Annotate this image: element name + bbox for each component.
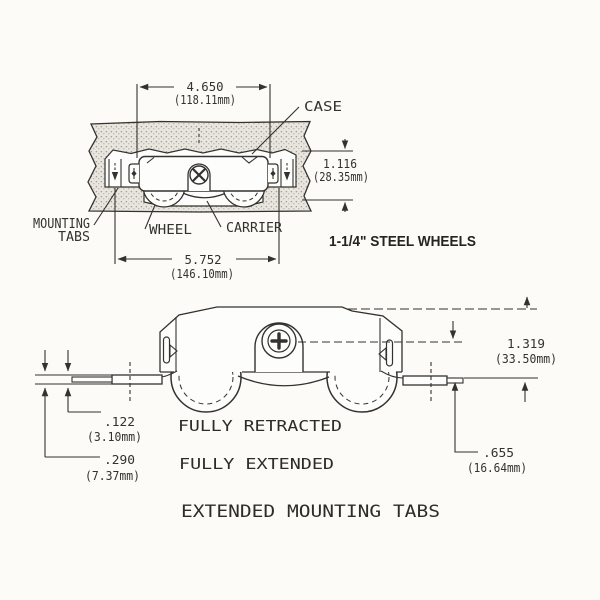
dimension-4650: 4.650 (118.11mm): [136, 79, 271, 158]
left-tab-tip: [71, 376, 113, 383]
dim-span-value: 5.752: [185, 252, 222, 267]
dim-span-metric: (146.10mm): [170, 266, 234, 281]
carrier-bottom-edge: [183, 192, 226, 199]
fully-retracted-label: FULLY RETRACTED: [178, 417, 342, 435]
wheel-label: WHEEL: [149, 223, 192, 238]
dim-retracted-metric: (3.10mm): [87, 429, 142, 444]
dim-tab-metric: (16.64mm): [467, 460, 527, 475]
left-end-slot: [162, 336, 171, 364]
side-profile-view: .122 (3.10mm) FULLY RETRACTED .290 (7.37…: [35, 296, 557, 521]
dim-extended-metric: (7.37mm): [85, 468, 140, 483]
part-callouts: MOUNTING TABS WHEEL CARRIER: [33, 187, 282, 245]
mounting-tabs-label-line2: TABS: [58, 230, 90, 245]
right-tab: [402, 375, 448, 386]
dimension-retracted-extended: .122 (3.10mm) FULLY RETRACTED .290 (7.37…: [35, 350, 342, 483]
dimension-height-tab: 1.319 (33.50mm) .655 (16.64mm): [298, 296, 557, 475]
dim-retracted-value: .122: [104, 414, 135, 429]
fully-extended-label: FULLY EXTENDED: [179, 455, 334, 473]
case-side-view: [159, 306, 403, 387]
case-callout: CASE: [251, 100, 342, 155]
dim-width-metric: (118.11mm): [174, 92, 236, 107]
diagram-caption: EXTENDED MOUNTING TABS: [181, 502, 440, 521]
mounting-tab-slots: [108, 159, 294, 187]
left-tab: [111, 374, 163, 385]
dimension-5752: 5.752 (146.10mm): [114, 188, 280, 281]
dim-width-value: 4.650: [187, 79, 224, 94]
carrier-edge-side: [237, 375, 330, 387]
mounting-tabs-label-line1: MOUNTING: [33, 217, 90, 232]
case-top-view: [128, 155, 279, 199]
dim-depth-metric: (28.35mm): [313, 169, 369, 184]
dimension-1116: 1.116 (28.35mm): [302, 139, 369, 212]
carrier-label: CARRIER: [226, 221, 282, 236]
product-title: 1-1/4" STEEL WHEELS: [329, 233, 476, 250]
installed-cross-section-view: 4.650 (118.11mm) CASE 1.116 (28.35mm) MO…: [33, 79, 476, 281]
right-tab-tip: [446, 377, 464, 384]
dim-height-value: 1.319: [507, 336, 545, 351]
dim-tab-value: .655: [483, 445, 514, 460]
right-end-slot: [385, 339, 394, 367]
dim-height-metric: (33.50mm): [495, 351, 557, 366]
dim-depth-value: 1.116: [323, 156, 357, 171]
extended-tabs: [71, 362, 464, 401]
case-label: CASE: [304, 100, 342, 115]
dim-extended-value: .290: [104, 452, 135, 467]
